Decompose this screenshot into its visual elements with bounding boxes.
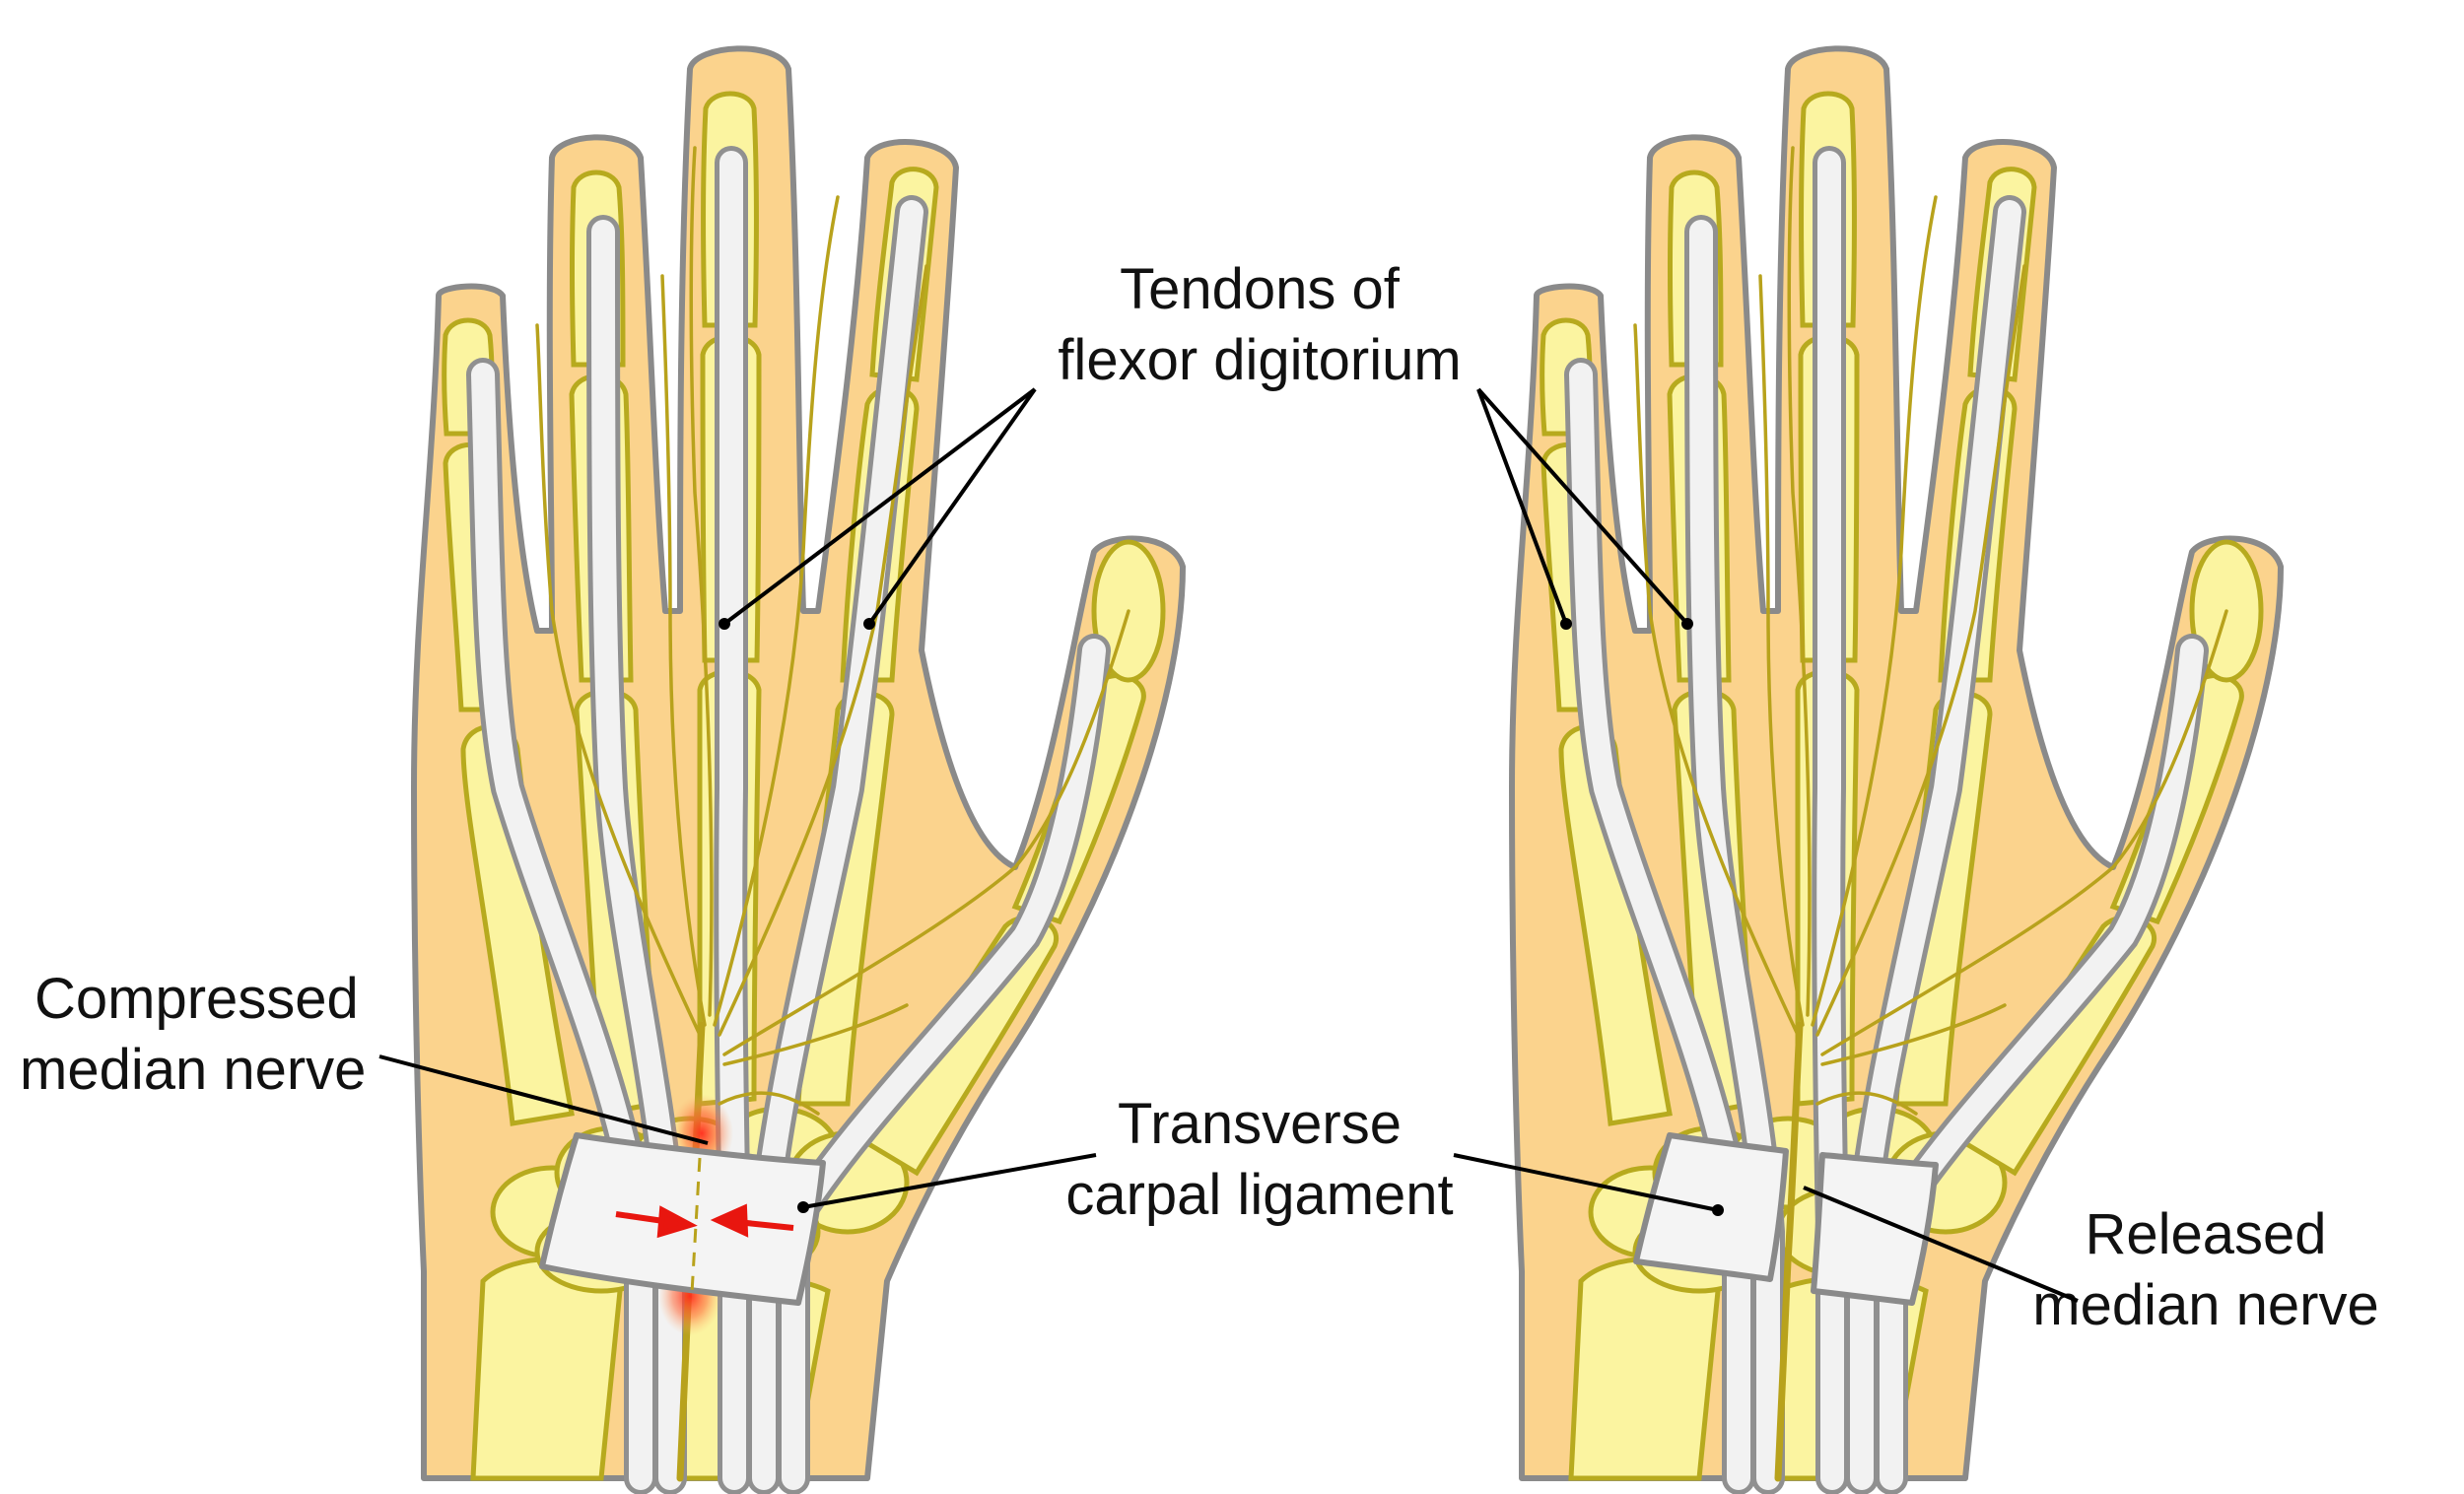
left-hand-compressed — [414, 48, 1183, 1478]
svg-text:median nerve: median nerve — [20, 1038, 366, 1102]
svg-text:median nerve: median nerve — [2032, 1273, 2378, 1337]
svg-text:flexor digitorium: flexor digitorium — [1058, 328, 1461, 392]
leader-lines — [378, 387, 2079, 1303]
svg-text:Tendons of: Tendons of — [1120, 257, 1401, 321]
transverse-carpal-ligament-cut-right — [1811, 1152, 1939, 1306]
label-tendons-of-flexor-digitorium: Tendons of flexor digitorium — [1058, 257, 1461, 392]
svg-text:Transverse: Transverse — [1118, 1092, 1402, 1156]
label-released-median-nerve: Released median nerve — [2032, 1202, 2378, 1337]
label-compressed-median-nerve: Compressed median nerve — [20, 967, 366, 1102]
svg-text:carpal ligament: carpal ligament — [1065, 1163, 1453, 1227]
svg-text:Released: Released — [2085, 1202, 2326, 1266]
svg-text:Compressed: Compressed — [34, 967, 359, 1031]
compression-arrow-right — [710, 1203, 794, 1238]
label-transverse-carpal-ligament: Transverse carpal ligament — [1065, 1092, 1453, 1227]
compression-arrow-left — [615, 1205, 698, 1239]
